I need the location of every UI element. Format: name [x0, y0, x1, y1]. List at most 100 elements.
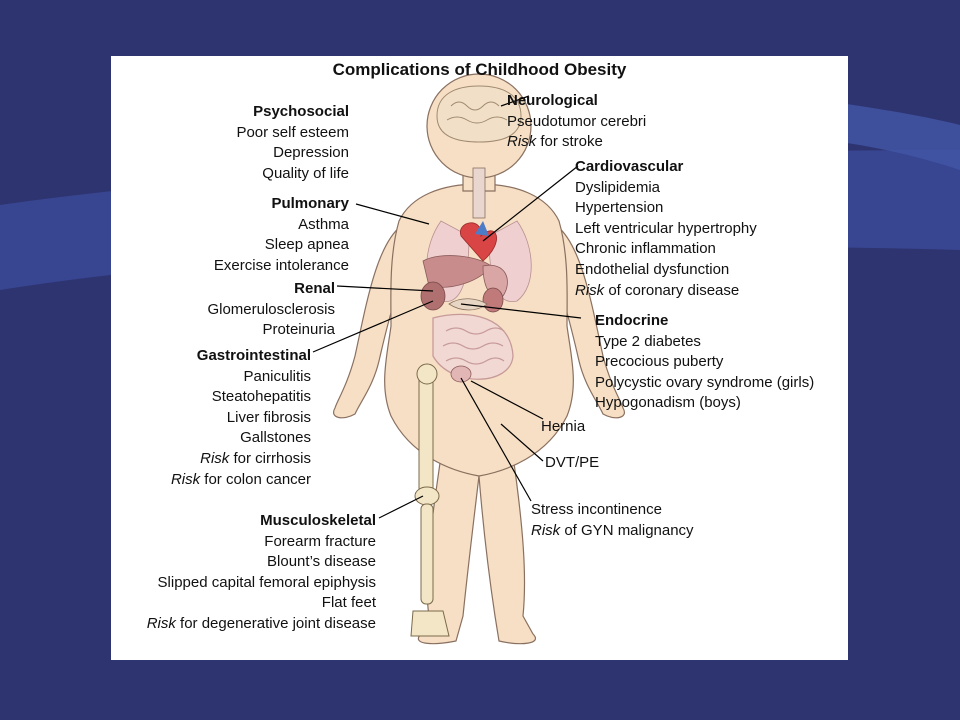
body-figure: [312, 73, 625, 645]
leader-gyn: [460, 377, 532, 502]
renal-heading: Renal: [294, 280, 335, 297]
cardiovascular-item-text: of coronary disease: [604, 281, 740, 299]
leader-endocrine: [460, 303, 582, 319]
pulmonary-item: Exercise intolerance: [151, 256, 349, 277]
gastrointestinal-item-risk: Risk: [200, 449, 230, 467]
endocrine-item-text: Hypogonadism (boys): [595, 394, 741, 412]
musculoskeletal-item-text: Forearm fracture: [264, 532, 376, 550]
endocrine-heading: Endocrine: [595, 312, 669, 329]
gyn-item-risk: Risk: [531, 521, 561, 539]
gyn-item-text: of GYN malignancy: [560, 521, 694, 539]
diagram-card: Complications of Childhood Obesity Psych…: [111, 56, 848, 660]
cardiovascular-item-text: Endothelial dysfunction: [575, 260, 730, 278]
brain-icon: [436, 85, 522, 143]
psychosocial-item-text: Quality of life: [262, 164, 349, 182]
psychosocial-item-text: Poor self esteem: [236, 123, 349, 141]
hernia-item: Hernia: [541, 417, 661, 438]
leader-cardiovascular: [482, 165, 579, 242]
neurological-item-text: Pseudotumor cerebri: [507, 112, 647, 130]
pulmonary-item: Asthma: [151, 215, 349, 236]
neurological-heading: Neurological: [507, 92, 598, 109]
bladder-icon: [450, 365, 472, 383]
musculoskeletal-item-text: for degenerative joint disease: [175, 614, 376, 632]
psychosocial-item: Depression: [171, 143, 349, 164]
kidney-icon-right: [482, 287, 504, 313]
pulmonary-item: Sleep apnea: [151, 235, 349, 256]
endocrine-item: Hypogonadism (boys): [595, 393, 847, 414]
right-arm: [551, 224, 625, 419]
musculoskeletal-item-risk: Risk: [146, 614, 176, 632]
gastrointestinal-item: Steatohepatitis: [111, 387, 311, 408]
gyn-item: Stress incontinence: [531, 500, 791, 521]
endocrine-item: Polycystic ovary syndrome (girls): [595, 373, 847, 394]
renal-item-text: Glomerulosclerosis: [207, 300, 335, 318]
gastrointestinal-item-text: for colon cancer: [200, 470, 311, 488]
musculoskeletal-item-text: Slipped capital femoral epiphysis: [157, 573, 376, 591]
psychosocial-item-text: Depression: [273, 144, 349, 162]
gastrointestinal-item: Risk for colon cancer: [111, 470, 311, 491]
cardiovascular-item: Dyslipidemia: [575, 178, 835, 199]
endocrine-item-text: Type 2 diabetes: [595, 332, 701, 350]
endocrine-item: Type 2 diabetes: [595, 332, 847, 353]
renal-item: Proteinuria: [131, 320, 335, 341]
dvt-item-text: DVT/PE: [545, 454, 600, 471]
gastrointestinal-item: Liver fibrosis: [111, 408, 311, 429]
gastrointestinal-item-text: Paniculitis: [243, 367, 311, 385]
leader-gastrointestinal: [312, 300, 434, 353]
psychosocial-item: Poor self esteem: [171, 123, 349, 144]
pulmonary-item-text: Sleep apnea: [264, 236, 349, 254]
musculoskeletal-item: Forearm fracture: [111, 532, 376, 553]
cardiovascular-item: Hypertension: [575, 198, 835, 219]
right-leg: [478, 455, 536, 645]
endocrine-item-text: Polycystic ovary syndrome (girls): [595, 373, 815, 391]
endocrine-item: Precocious puberty: [595, 352, 847, 373]
renal-item-text: Proteinuria: [262, 321, 335, 339]
pulmonary-item-text: Asthma: [298, 215, 349, 233]
kidney-icon: [420, 281, 446, 311]
hernia-item-text: Hernia: [541, 418, 586, 435]
musculoskeletal-heading: Musculoskeletal: [260, 512, 376, 529]
neurological-item: Pseudotumor cerebri: [507, 112, 727, 133]
gyn-item-text: Stress incontinence: [531, 501, 662, 518]
pulmonary-item-text: Exercise intolerance: [213, 256, 349, 274]
cardiovascular-item-text: Chronic inflammation: [575, 240, 716, 258]
gastrointestinal-item-text: Liver fibrosis: [226, 408, 311, 426]
cardiovascular-item-text: Dyslipidemia: [575, 178, 661, 196]
dvt-item: DVT/PE: [545, 453, 665, 474]
psychosocial-heading: Psychosocial: [253, 103, 349, 120]
gastrointestinal-item: Risk for cirrhosis: [111, 449, 311, 470]
musculoskeletal-item: Risk for degenerative joint disease: [111, 614, 376, 635]
cardiovascular-item: Risk of coronary disease: [575, 281, 835, 302]
group-dvt: DVT/PE: [545, 453, 665, 474]
cardiovascular-item-risk: Risk: [575, 281, 605, 299]
leader-neurological: [500, 95, 530, 107]
musculoskeletal-item-text: Blount’s disease: [267, 553, 376, 571]
renal-item: Glomerulosclerosis: [131, 300, 335, 321]
pulmonary-heading: Pulmonary: [271, 195, 349, 212]
gastrointestinal-item-text: Gallstones: [240, 429, 311, 447]
endocrine-item-text: Precocious puberty: [595, 353, 724, 371]
musculoskeletal-item: Slipped capital femoral epiphysis: [111, 573, 376, 594]
musculoskeletal-item: Blount’s disease: [111, 552, 376, 573]
leg-bone-icon: [410, 363, 450, 637]
musculoskeletal-item: Flat feet: [111, 593, 376, 614]
gastrointestinal-item-text: for cirrhosis: [229, 449, 311, 467]
cardiovascular-heading: Cardiovascular: [575, 158, 684, 175]
gastrointestinal-item-text: Steatohepatitis: [211, 388, 311, 406]
leader-musculoskeletal: [378, 495, 424, 519]
neurological-item: Risk for stroke: [507, 132, 727, 153]
neurological-item-risk: Risk: [507, 133, 537, 151]
leader-pulmonary: [355, 203, 430, 225]
gastrointestinal-item-risk: Risk: [170, 470, 201, 488]
gyn-item: Risk of GYN malignancy: [531, 521, 791, 542]
gastrointestinal-item: Gallstones: [111, 428, 311, 449]
